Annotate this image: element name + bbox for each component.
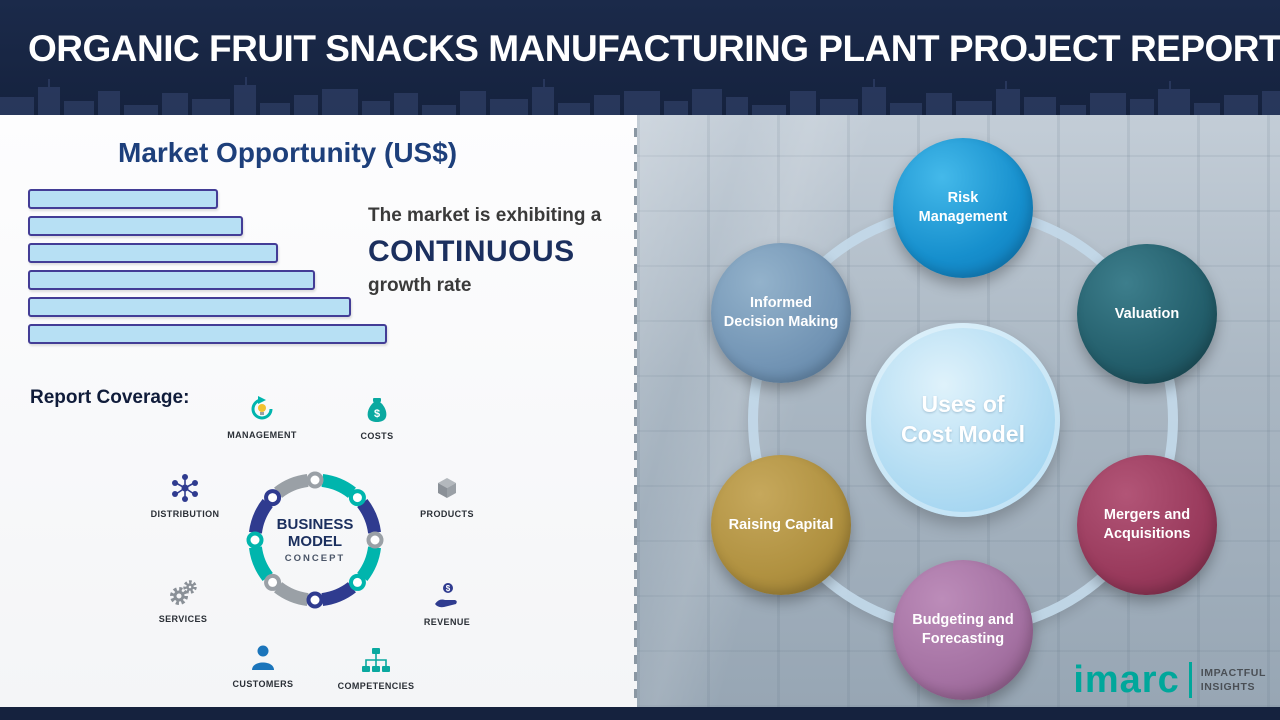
bm-item-competencies: COMPETENCIES — [326, 642, 426, 691]
page-title: ORGANIC FRUIT SNACKS MANUFACTURING PLANT… — [28, 28, 1280, 69]
imarc-tagline-line1: IMPACTFUL — [1200, 666, 1266, 679]
market-bar — [28, 189, 218, 209]
cost-model-item-informed-decision-making: Informed Decision Making — [711, 243, 851, 383]
cost-model-label-raising-capital: Raising Capital — [728, 516, 834, 533]
customers-icon — [213, 640, 313, 676]
svg-text:$: $ — [446, 584, 451, 593]
imarc-tagline-line2: INSIGHTS — [1200, 681, 1256, 693]
bm-item-management: MANAGEMENT — [212, 391, 312, 440]
growth-note-line3: growth rate — [368, 275, 472, 296]
bm-label-competencies: COMPETENCIES — [337, 681, 415, 691]
bm-center-line2: MODEL — [287, 533, 343, 550]
header-banner: ORGANIC FRUIT SNACKS MANUFACTURING PLANT… — [0, 0, 1280, 115]
business-model-center-label: BUSINESS MODEL CONCEPT — [228, 453, 402, 627]
market-bar — [28, 270, 315, 290]
bm-item-distribution: DISTRIBUTION — [135, 470, 235, 519]
growth-note-emphasis: CONTINUOUS — [368, 235, 575, 268]
bm-item-costs: $ COSTS — [327, 392, 427, 441]
cost-model-label-mergers-acquisitions: Mergers and Acquisitions — [1103, 507, 1191, 542]
bm-center-line3: CONCEPT — [284, 553, 346, 565]
growth-note: The market is exhibiting a CONTINUOUS gr… — [368, 205, 630, 297]
market-bars — [28, 189, 387, 344]
cost-model-item-risk-management: Risk Management — [893, 138, 1033, 278]
distribution-icon — [135, 470, 235, 506]
market-bar — [28, 297, 351, 317]
bm-item-customers: CUSTOMERS — [213, 640, 313, 689]
bm-label-costs: COSTS — [360, 431, 394, 441]
bm-label-products: PRODUCTS — [420, 509, 474, 519]
cost-model-item-budgeting-forecasting: Budgeting and Forecasting — [893, 560, 1033, 700]
costs-icon: $ — [327, 392, 427, 428]
revenue-icon: $ — [397, 578, 497, 614]
bm-label-customers: CUSTOMERS — [232, 679, 294, 689]
competencies-icon — [326, 642, 426, 678]
market-bar — [28, 324, 387, 344]
cost-model-item-mergers-acquisitions: Mergers and Acquisitions — [1077, 455, 1217, 595]
imarc-tagline: IMPACTFUL INSIGHTS — [1201, 666, 1266, 694]
cost-model-center-circle: Uses of Cost Model — [866, 323, 1060, 517]
imarc-logo: imarc IMPACTFUL INSIGHTS — [1073, 661, 1266, 699]
cost-model-label-informed-decision-making: Informed Decision Making — [723, 295, 839, 330]
bm-center-line1: BUSINESS — [276, 515, 354, 533]
cost-model-center-line1: Uses of — [921, 391, 1005, 418]
city-skyline-graphic — [0, 77, 1280, 115]
cost-model-label-valuation: Valuation — [1114, 305, 1180, 322]
bm-label-distribution: DISTRIBUTION — [150, 509, 220, 519]
cost-model-item-raising-capital: Raising Capital — [711, 455, 851, 595]
cost-model-center-line2: Cost Model — [901, 421, 1025, 447]
cost-model-label-risk-management: Risk Management — [918, 190, 1008, 225]
cost-model-label-budgeting-forecasting: Budgeting and Forecasting — [912, 612, 1014, 647]
bm-label-services: SERVICES — [158, 614, 208, 624]
imarc-logo-divider — [1188, 662, 1192, 698]
market-bar — [28, 216, 243, 236]
report-coverage-label: Report Coverage: — [30, 387, 190, 408]
left-panel: Market Opportunity (US$) The market is e… — [0, 115, 637, 707]
imarc-logo-text: imarc — [1073, 659, 1180, 701]
bottom-border-bar — [0, 707, 1280, 720]
market-opportunity-title: Market Opportunity (US$) — [118, 137, 458, 168]
bm-item-services: SERVICES — [133, 575, 233, 624]
business-model-ring — [246, 471, 384, 609]
bm-label-management: MANAGEMENT — [227, 430, 297, 440]
right-panel: Uses of Cost Model Risk Management Valua… — [637, 115, 1280, 707]
market-bar — [28, 243, 278, 263]
products-icon — [397, 470, 497, 506]
bm-item-revenue: $ REVENUE — [397, 578, 497, 627]
bm-label-revenue: REVENUE — [423, 617, 471, 627]
bm-item-products: PRODUCTS — [397, 470, 497, 519]
services-icon — [133, 575, 233, 611]
cost-model-item-valuation: Valuation — [1077, 244, 1217, 384]
growth-note-line1: The market is exhibiting a — [368, 205, 602, 226]
panel-divider — [634, 128, 637, 700]
svg-text:$: $ — [374, 408, 380, 420]
management-icon — [212, 391, 312, 427]
